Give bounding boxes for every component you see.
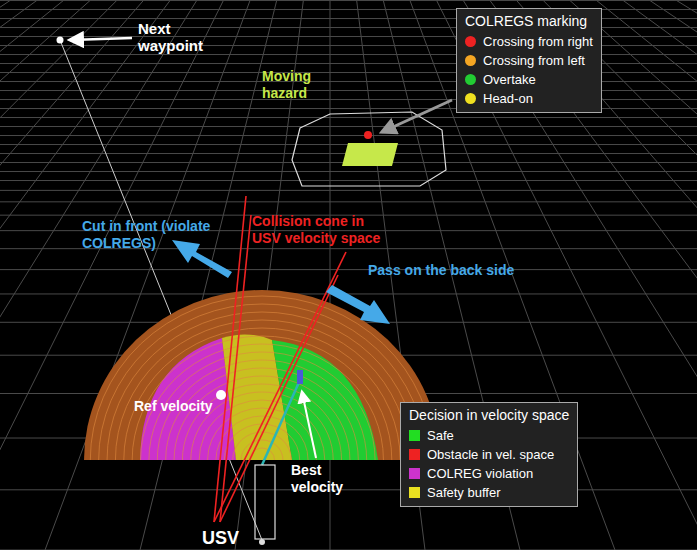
legend-text: Head-on [483,89,533,108]
usv-dot [259,539,265,545]
legend-text: Safety buffer [427,483,500,502]
legend-text: Crossing from right [483,32,593,51]
legend-swatch [465,93,476,104]
usv-hull [255,465,275,539]
hazard-body [342,143,398,166]
legend-entry: Overtake [465,70,593,89]
direction-arrow [172,240,232,278]
velocity-rings [82,288,442,550]
hazard-label: Moving hazard [262,68,342,102]
legend-text: Safe [427,426,454,445]
waypoint-label: Next waypoint [138,20,218,54]
legend-swatch [409,487,420,498]
legend-title: Decision in velocity space [409,407,569,423]
legend-entry: Safety buffer [409,483,569,502]
legend-text: Overtake [483,70,536,89]
legend-text: COLREG violation [427,464,533,483]
legend-entry: Obstacle in vel. space [409,445,569,464]
legend-swatch [409,449,420,460]
ref-velocity-dot [216,390,226,400]
leader-arrow [70,38,132,40]
legend-entry: COLREG violation [409,464,569,483]
velocity-label: Ref velocity [134,398,214,415]
legend-entry: Crossing from left [465,51,593,70]
legend-entry: Crossing from right [465,32,593,51]
waypoint-dot [57,37,64,44]
best-velocity-marker [297,370,303,384]
direction-arrow [326,285,390,324]
legend-text: Obstacle in vel. space [427,445,554,464]
legend-box: Decision in velocity spaceSafeObstacle i… [400,402,578,507]
legend-text: Crossing from left [483,51,585,70]
legend-entry: Safe [409,426,569,445]
legend-swatch [465,36,476,47]
leader-arrow [382,100,452,132]
legend-box: COLREGS markingCrossing from rightCrossi… [456,8,602,113]
best-velocity-vector [262,380,300,465]
legend-swatch [409,468,420,479]
annotation: Pass on the back side [368,262,518,279]
leader-arrow [302,392,316,458]
annotation: Cut in front (violate COLREGS) [82,218,232,252]
route-line [60,40,262,540]
legend-swatch [465,74,476,85]
legend-entry: Head-on [465,89,593,108]
hazard-outline [292,112,446,186]
vessel-label: USV [202,528,252,548]
legend-title: COLREGS marking [465,13,593,29]
legend-swatch [409,430,420,441]
annotation: Collision cone in USV velocity space [252,213,392,247]
legend-swatch [465,55,476,66]
hazard-marker [364,131,372,139]
velocity-label: Best velocity [291,462,351,496]
